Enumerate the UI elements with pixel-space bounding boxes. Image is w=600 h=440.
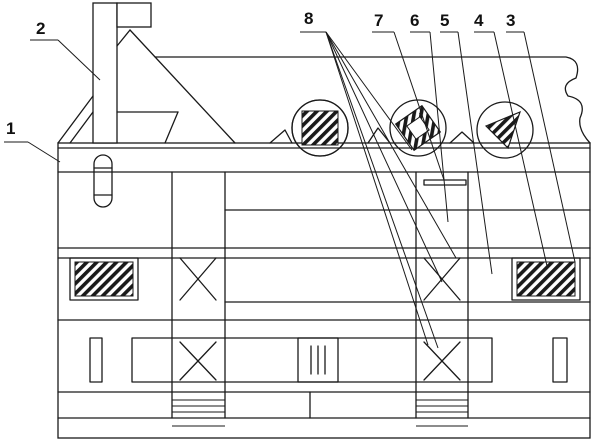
left-shaft-fan-upper [179, 257, 217, 301]
right-shaft-steps [416, 399, 468, 427]
roof-vent-middle [389, 99, 447, 157]
horizontal-bands [57, 171, 591, 419]
right-shaft-fan-lower [423, 341, 461, 381]
left-shaft-fan-lower [179, 341, 217, 381]
central-door-frame [297, 337, 339, 383]
rear-roof-outline [154, 56, 591, 144]
label-8: 8 [304, 9, 313, 28]
label-7: 7 [374, 11, 383, 30]
label-6: 6 [410, 11, 419, 30]
right-slot-window [552, 337, 568, 383]
label-4: 4 [474, 11, 484, 30]
label-1: 1 [6, 119, 15, 138]
roof-gable [57, 29, 236, 144]
right-hatched-panel [511, 257, 581, 301]
left-shaft-steps [172, 399, 225, 427]
roof-ridge-bumps [269, 127, 475, 144]
roof-vent-left [291, 99, 349, 157]
right-shaft-fan-upper [423, 257, 461, 301]
roof-vent-right [476, 101, 534, 159]
chimney [92, 2, 152, 144]
vertical-shafts [171, 171, 469, 419]
vent-bar [423, 179, 467, 186]
label-5: 5 [440, 11, 449, 30]
building-wall [57, 142, 591, 439]
label-3: 3 [506, 11, 515, 30]
reference-numerals: 1 2 3 4 5 6 7 8 [6, 9, 515, 138]
oval-window [93, 154, 113, 208]
leader-lines [4, 31, 576, 349]
label-2: 2 [36, 19, 45, 38]
left-slot-window [89, 337, 103, 383]
left-hatched-panel [69, 257, 139, 301]
